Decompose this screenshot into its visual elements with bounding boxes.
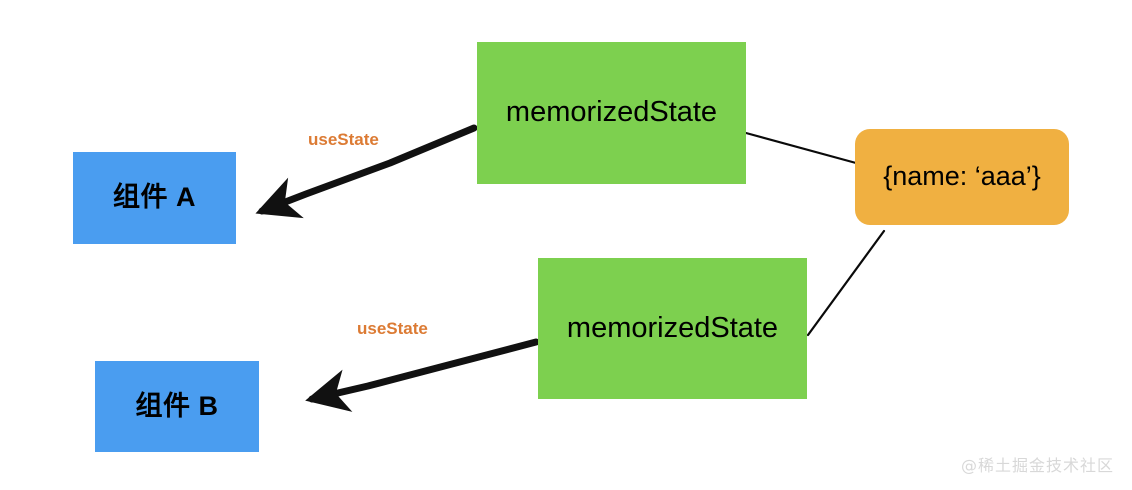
watermark: @稀土掘金技术社区: [960, 456, 1114, 475]
node-memorized-state-a-label: memorizedState: [505, 96, 718, 129]
edge-label-usestate-b: useState: [357, 319, 428, 338]
node-memorized-state-b[interactable]: memorizedState: [538, 258, 807, 399]
node-memorized-state-b-label: memorizedState: [566, 311, 779, 344]
node-component-b[interactable]: 组件 B: [95, 361, 259, 452]
node-state-object[interactable]: {name: ‘aaa’}: [855, 129, 1069, 225]
node-component-a-label: 组件 A: [113, 182, 196, 213]
arrow-memorized-state-b-to-component-b: [305, 338, 540, 412]
node-memorized-state-a[interactable]: memorizedState: [477, 42, 746, 184]
node-component-b-label: 组件 B: [135, 390, 219, 421]
link-memorized-state-b-to-state-object: [806, 229, 886, 337]
node-component-a[interactable]: 组件 A: [73, 152, 236, 244]
link-memorized-state-a-to-state-object: [744, 131, 858, 165]
node-state-object-label: {name: ‘aaa’}: [883, 161, 1041, 192]
edge-label-usestate-a: useState: [308, 130, 379, 149]
